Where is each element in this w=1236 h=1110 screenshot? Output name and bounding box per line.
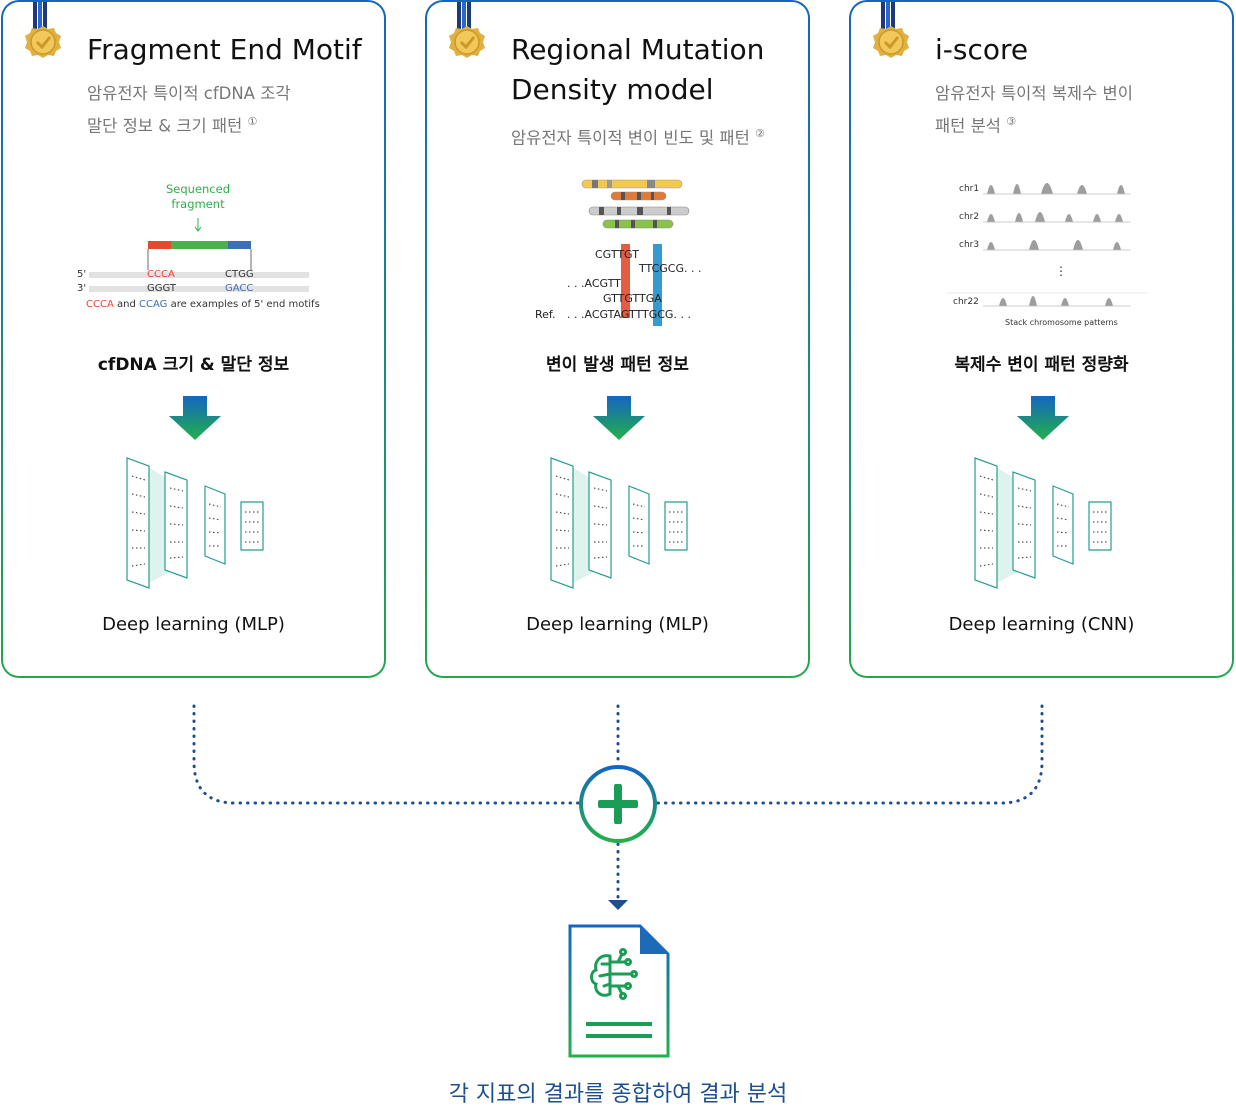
card-fragment-end-motif: Fragment End Motif 암유전자 특이적 cfDNA 조각 말단 … [1, 0, 386, 678]
down-arrow-icon [1017, 396, 1069, 440]
fragment-illustration: Sequenced fragment 5' 3' CCCA CTGG GGGT … [73, 180, 323, 320]
motif-note: CCCA and CCAG are examples of 5' end mot… [86, 299, 320, 310]
cnv-illustration: chr1 chr2 chr3 ⋮ chr22 Stack chromosome … [947, 172, 1147, 332]
down-arrow-icon [593, 396, 645, 440]
subtitle-line: 암유전자 특이적 cfDNA 조각 [87, 84, 291, 103]
down-arrow-icon [169, 396, 221, 440]
ellipsis-mark: ⋮ [1055, 264, 1067, 278]
chromosome-label: chr1 [959, 184, 980, 194]
neural-network-icon [974, 457, 1112, 589]
seq-line-2: TTCGCG. . . [639, 262, 702, 275]
card-subtitle: 암유전자 특이적 변이 빈도 및 패턴 ② [511, 120, 801, 153]
chromosome-label: chr22 [953, 297, 979, 307]
chromosome-label: chr3 [959, 240, 980, 250]
model-label: Deep learning (MLP) [102, 614, 285, 635]
card-title: Regional Mutation Density model [511, 33, 765, 106]
seq-line-4: GTTGTTGA [603, 292, 662, 305]
motif-left-top: CCCA [147, 269, 175, 280]
plus-icon [579, 765, 657, 843]
motif-right-bottom: GACC [225, 283, 254, 294]
ref-sequence: . . .ACGTAGTTTGCG. . . [567, 308, 691, 321]
mutation-illustration: CGTTGT TTCGCG. . . . . .ACGTT GTTGTTGA R… [527, 172, 727, 332]
subtitle-line: 말단 정보 & 크기 패턴 [87, 116, 243, 136]
sequenced-fragment-label: Sequenced fragment [165, 182, 231, 211]
card-i-score: i-score 암유전자 특이적 복제수 변이 패턴 분석 ③ chr1 chr… [849, 0, 1234, 678]
footnote-mark: ② [755, 127, 765, 140]
medal-icon [873, 2, 909, 58]
subtitle-line: 암유전자 특이적 변이 빈도 및 패턴 [511, 128, 750, 148]
chromosome-label: chr2 [959, 212, 980, 222]
report-document-icon [568, 924, 670, 1058]
card-subtitle: 암유전자 특이적 복제수 변이 패턴 분석 ③ [935, 80, 1225, 141]
medal-icon [449, 2, 485, 58]
model-label: Deep learning (MLP) [526, 614, 709, 635]
motif-right-top: CTGG [225, 269, 254, 280]
cnv-peaks-diagram [947, 183, 1147, 307]
strand-3-label: 3' [77, 283, 87, 294]
card-caption: 복제수 변이 패턴 정량화 [954, 355, 1129, 375]
motif-left-bottom: GGGT [147, 283, 176, 294]
footnote-mark: ③ [1006, 115, 1017, 128]
medal-icon [25, 2, 61, 58]
strand-5-label: 5' [77, 269, 87, 280]
neural-network-icon [126, 457, 264, 589]
model-label: Deep learning (CNN) [948, 614, 1135, 635]
seq-line-3: . . .ACGTT [567, 277, 621, 290]
seq-line-1: CGTTGT [595, 248, 639, 261]
ref-label: Ref. [535, 308, 556, 321]
card-title: i-score [935, 33, 1029, 66]
card-title: Fragment End Motif [87, 33, 362, 66]
card-subtitle: 암유전자 특이적 cfDNA 조각 말단 정보 & 크기 패턴 ① [87, 80, 377, 141]
card-caption: 변이 발생 패턴 정보 [546, 355, 689, 375]
connector-lines [192, 704, 1044, 910]
chromosome-diagram [581, 179, 690, 326]
card-caption: cfDNA 크기 & 말단 정보 [97, 355, 290, 375]
subtitle-line: 암유전자 특이적 복제수 변이 [935, 84, 1133, 103]
fragment-diagram [89, 218, 309, 292]
brain-icon [590, 948, 638, 1000]
card-regional-mutation: Regional Mutation Density model 암유전자 특이적… [425, 0, 810, 678]
subtitle-line: 패턴 분석 [935, 116, 1001, 136]
stack-patterns-label: Stack chromosome patterns [1005, 318, 1118, 327]
footnote-mark: ① [247, 115, 258, 128]
neural-network-icon [550, 457, 688, 589]
result-label: 각 지표의 결과를 종합하여 결과 분석 [448, 1082, 788, 1107]
